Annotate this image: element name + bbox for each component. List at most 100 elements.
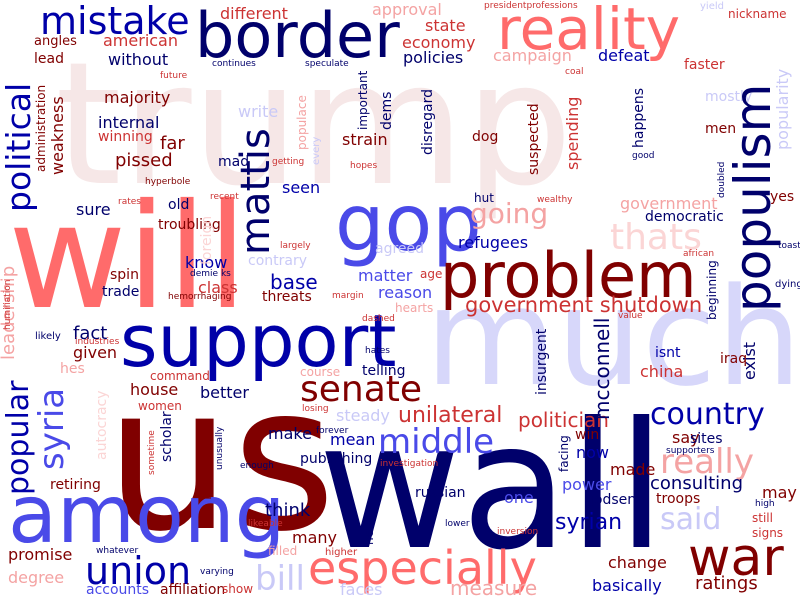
word-foreign: foreign xyxy=(199,215,215,265)
word-isnt: isnt xyxy=(655,345,681,361)
word-margin: margin xyxy=(332,291,364,301)
word-show: show xyxy=(222,582,254,596)
word-autocracy: autocracy xyxy=(94,390,110,460)
word-still: still xyxy=(752,511,773,525)
word-sure: sure xyxy=(76,200,111,219)
word-among: among xyxy=(8,468,286,561)
word-administration: administration xyxy=(34,84,48,172)
word-policies: policies xyxy=(403,48,464,67)
word-future: future xyxy=(160,71,188,81)
word-given: given xyxy=(73,343,118,362)
word-without: without xyxy=(108,50,169,69)
word-degree: degree xyxy=(8,568,65,587)
word-happens: happens xyxy=(631,87,647,148)
word-us: us xyxy=(105,343,336,576)
word-mcconnell: mcconnell xyxy=(590,317,614,420)
word-industries: industries xyxy=(75,337,120,347)
word-women: women xyxy=(138,399,182,413)
word-higher: higher xyxy=(325,547,358,558)
word-speculate: speculate xyxy=(305,59,349,69)
word-mean: mean xyxy=(330,430,376,449)
word-country: country xyxy=(650,397,765,432)
word-sites: sites xyxy=(690,431,723,447)
word-dashed: dashed xyxy=(362,314,395,324)
word-measure: measure xyxy=(450,576,538,600)
word-varying: varying xyxy=(200,567,234,577)
word-enough: enough xyxy=(240,461,274,471)
word-angles: angles xyxy=(34,34,77,49)
word-suspected: suspected xyxy=(526,103,542,175)
word-make: make xyxy=(268,424,312,443)
word-campaign: campaign xyxy=(493,46,572,65)
word-course: course xyxy=(300,365,341,379)
word-reality: reality xyxy=(497,0,681,63)
word-faster: faster xyxy=(684,57,725,73)
word-pissed: pissed xyxy=(115,150,173,171)
word-forever: forever xyxy=(316,426,349,436)
word-faces: faces xyxy=(340,580,383,599)
word-know: know xyxy=(185,253,228,272)
word-may: may xyxy=(762,483,797,502)
word-economy: economy xyxy=(402,33,476,52)
word-steady: steady xyxy=(336,406,390,425)
word-mad: mad xyxy=(218,154,250,170)
word-better: better xyxy=(200,383,249,402)
word-defeat: defeat xyxy=(598,46,650,65)
word-said: said xyxy=(660,502,722,537)
word-ks: ks xyxy=(220,269,231,279)
word-humiliation: humiliation xyxy=(3,279,13,330)
word-dems: dems xyxy=(379,91,395,130)
word-syria: syria xyxy=(32,387,72,470)
word-win: win xyxy=(575,427,600,443)
word-hyperbole: hyperbole xyxy=(145,177,191,187)
word-high: high xyxy=(755,499,775,509)
word-yes: yes xyxy=(770,189,795,205)
word-bill: bill xyxy=(255,559,305,599)
word-men: men xyxy=(705,121,737,137)
word-retiring: retiring xyxy=(50,477,101,493)
word-ratings: ratings xyxy=(695,573,758,594)
word-china: china xyxy=(640,362,684,381)
word-dying: dying xyxy=(775,279,800,290)
word-winning: winning xyxy=(98,129,153,145)
word-many: many xyxy=(292,528,337,547)
word-syrian: syrian xyxy=(555,510,623,535)
word-thats: thats xyxy=(610,217,702,258)
word-going: going xyxy=(470,197,549,230)
word-basically: basically xyxy=(592,576,662,595)
word-losing: losing xyxy=(302,404,329,414)
word-will: will xyxy=(8,173,248,342)
word-recent: recent xyxy=(210,192,239,202)
word-approval: approval xyxy=(372,0,442,19)
word-democratic: democratic xyxy=(645,209,724,225)
word-government: government xyxy=(620,194,718,213)
word-refugees: refugees xyxy=(458,233,529,252)
word-demie: demie xyxy=(190,269,219,279)
word-state: state xyxy=(425,16,466,35)
word-russian: russian xyxy=(415,485,466,501)
word-strain: strain xyxy=(342,130,388,149)
word-every: every xyxy=(311,136,322,165)
word-now: now xyxy=(576,443,610,462)
word-continues: continues xyxy=(212,59,256,69)
word-beginning: beginning xyxy=(705,260,719,320)
word-age: age xyxy=(420,267,443,281)
word-insurgent: insurgent xyxy=(534,328,550,395)
word-whatever: whatever xyxy=(96,546,139,556)
word-disregard: disregard xyxy=(420,89,436,155)
word-hes: hes xyxy=(60,361,85,377)
word-supporters: supporters xyxy=(666,446,715,456)
word-house: house xyxy=(130,380,179,399)
word-popular: popular xyxy=(1,380,36,495)
word-internal: internal xyxy=(98,113,160,132)
word-hemorrhaging: hemorrhaging xyxy=(168,292,232,302)
word-far: far xyxy=(160,133,185,154)
word-really: really xyxy=(660,442,754,482)
word-war: war xyxy=(688,528,784,588)
word-nickname: nickname xyxy=(728,7,787,21)
word-write: write xyxy=(238,102,279,121)
word-yield: yield xyxy=(700,1,724,12)
word-trade: trade xyxy=(102,284,140,300)
word-news: news xyxy=(362,513,376,545)
